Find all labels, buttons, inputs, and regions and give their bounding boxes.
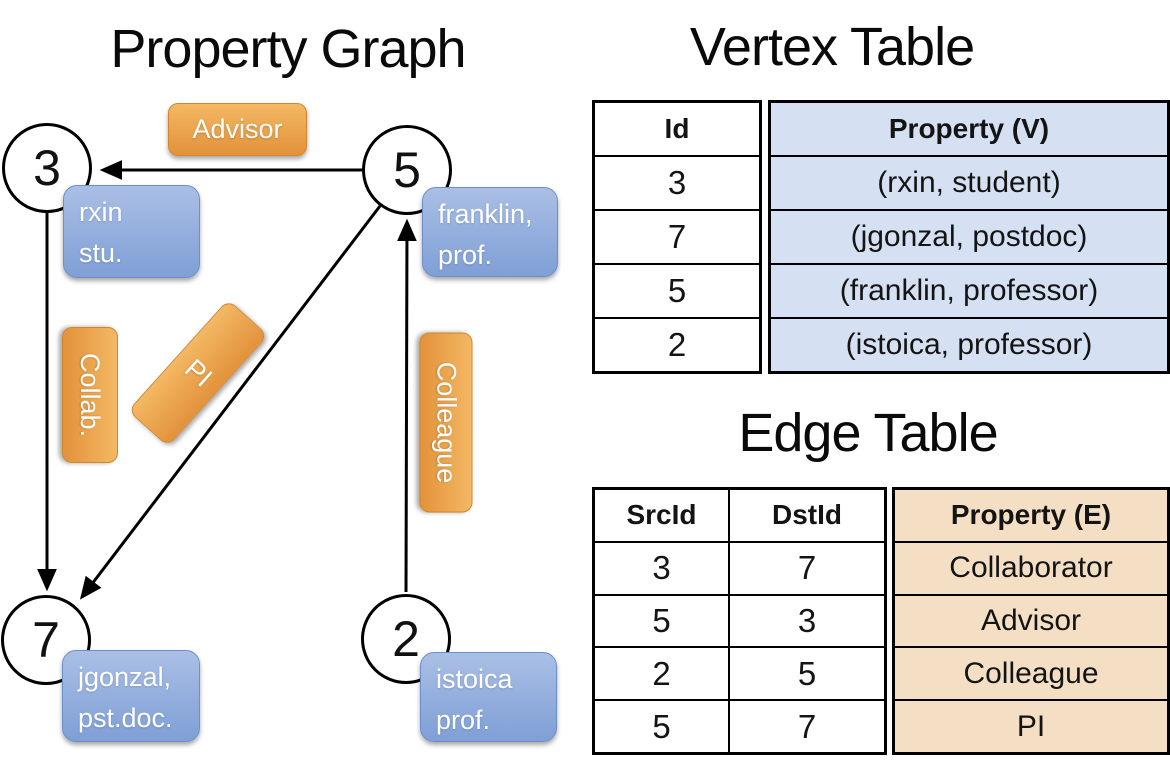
edge-src-cell: 5 [652, 601, 671, 639]
edge-dst-cell: 7 [728, 542, 884, 594]
edge-line-colleague-2-to-5 [397, 218, 417, 593]
node-id-label: 3 [33, 140, 61, 196]
vertex-table-title: Vertex Table [689, 17, 975, 77]
edge-property-cell: Collaborator [949, 551, 1113, 585]
node-id-label: 5 [393, 142, 421, 198]
vertex-id-cell: 2 [667, 326, 687, 363]
edge-table-srcid-header: SrcId [626, 499, 697, 531]
table-row: Colleague [895, 646, 1167, 699]
edge-property-cell: Colleague [963, 656, 1099, 690]
vertex-property-box-jgonzal: jgonzal, pst.doc. [62, 650, 200, 742]
edge-dst-cell: 5 [728, 648, 884, 700]
table-row: 5 7 [595, 699, 884, 752]
edge-src-cell: 3 [652, 549, 671, 587]
edge-label-text: Collab. [75, 352, 106, 438]
table-row: PI [895, 699, 1167, 752]
vertex-property-box-istoica: istoica prof. [420, 652, 557, 742]
edge-label-text: Colleague [431, 361, 462, 484]
vertex-table: Id 3 7 5 2 Property (V) (rxin, student) … [592, 100, 1170, 374]
edge-label-text: PI [178, 352, 218, 393]
vertex-property-line: jgonzal, [78, 662, 172, 692]
edge-line-pi-5-to-7 [79, 205, 382, 600]
edge-label-colleague: Colleague [419, 332, 473, 513]
vertex-property-cell: (franklin, professor) [839, 274, 1099, 307]
node-id-label: 7 [32, 612, 60, 668]
graph-edges-canvas [37, 160, 417, 600]
vertex-table-property-column: Property (V) (rxin, student) (jgonzal, p… [768, 100, 1170, 374]
vertex-id-cell: 3 [667, 164, 687, 201]
edge-property-cell: PI [1016, 709, 1046, 743]
vertex-property-box-franklin: franklin, prof. [422, 187, 558, 277]
table-row: Collaborator [895, 540, 1167, 594]
vertex-property-line: istoica [436, 664, 513, 694]
table-row: 7 [595, 209, 759, 263]
edge-table-property-header: Property (E) [950, 499, 1112, 531]
edge-table-id-columns: SrcId DstId 3 7 5 3 2 5 5 7 [592, 487, 887, 755]
table-row: 5 [595, 263, 759, 317]
table-row: Advisor [895, 593, 1167, 647]
property-graph-title: Property Graph [110, 19, 466, 79]
vertex-property-line: franklin, [438, 199, 533, 229]
vertex-property-cell: (jgonzal, postdoc) [850, 220, 1088, 253]
table-row: 2 5 [595, 646, 884, 700]
table-row: (franklin, professor) [771, 263, 1167, 317]
edge-label-advisor: Advisor [168, 103, 307, 156]
vertex-property-cell: (istoica, professor) [845, 328, 1093, 361]
table-row: 5 3 [595, 593, 884, 647]
graph-node-2: 2 [361, 594, 451, 684]
table-row: 3 7 [595, 540, 884, 594]
graph-node-5: 5 [362, 125, 452, 215]
vertex-property-line: prof. [436, 705, 491, 735]
edge-dst-cell: 7 [728, 701, 884, 752]
edge-src-cell: 2 [652, 654, 671, 692]
vertex-table-id-column: Id 3 7 5 2 [592, 100, 762, 374]
edge-src-cell: 5 [652, 707, 671, 745]
edge-property-cell: Advisor [980, 603, 1082, 637]
edge-label-collab: Collab. [62, 327, 118, 463]
vertex-property-cell: (rxin, student) [877, 166, 1061, 199]
table-row: (istoica, professor) [771, 317, 1167, 371]
edge-dst-cell: 3 [728, 595, 884, 647]
vertex-property-line: prof. [438, 240, 493, 270]
edge-table-title: Edge Table [738, 403, 998, 463]
vertex-property-line: rxin [79, 197, 123, 227]
edge-table: SrcId DstId 3 7 5 3 2 5 5 7 Property (E)… [592, 487, 1170, 755]
vertex-property-line: stu. [79, 238, 123, 268]
table-row: 2 [595, 317, 759, 371]
vertex-table-id-header: Id [664, 113, 690, 144]
vertex-table-property-header: Property (V) [888, 113, 1050, 144]
node-id-label: 2 [392, 611, 420, 667]
edge-table-property-column: Property (E) Collaborator Advisor Collea… [892, 487, 1170, 755]
vertex-id-cell: 5 [667, 272, 687, 309]
vertex-id-cell: 7 [667, 218, 687, 255]
vertex-property-box-rxin: rxin stu. [63, 185, 200, 278]
table-row: (rxin, student) [771, 155, 1167, 209]
edge-table-dstid-header: DstId [728, 490, 884, 541]
vertex-property-line: pst.doc. [78, 703, 173, 733]
edge-label-text: Advisor [192, 114, 283, 144]
table-row: 3 [595, 155, 759, 209]
table-row: (jgonzal, postdoc) [771, 209, 1167, 263]
